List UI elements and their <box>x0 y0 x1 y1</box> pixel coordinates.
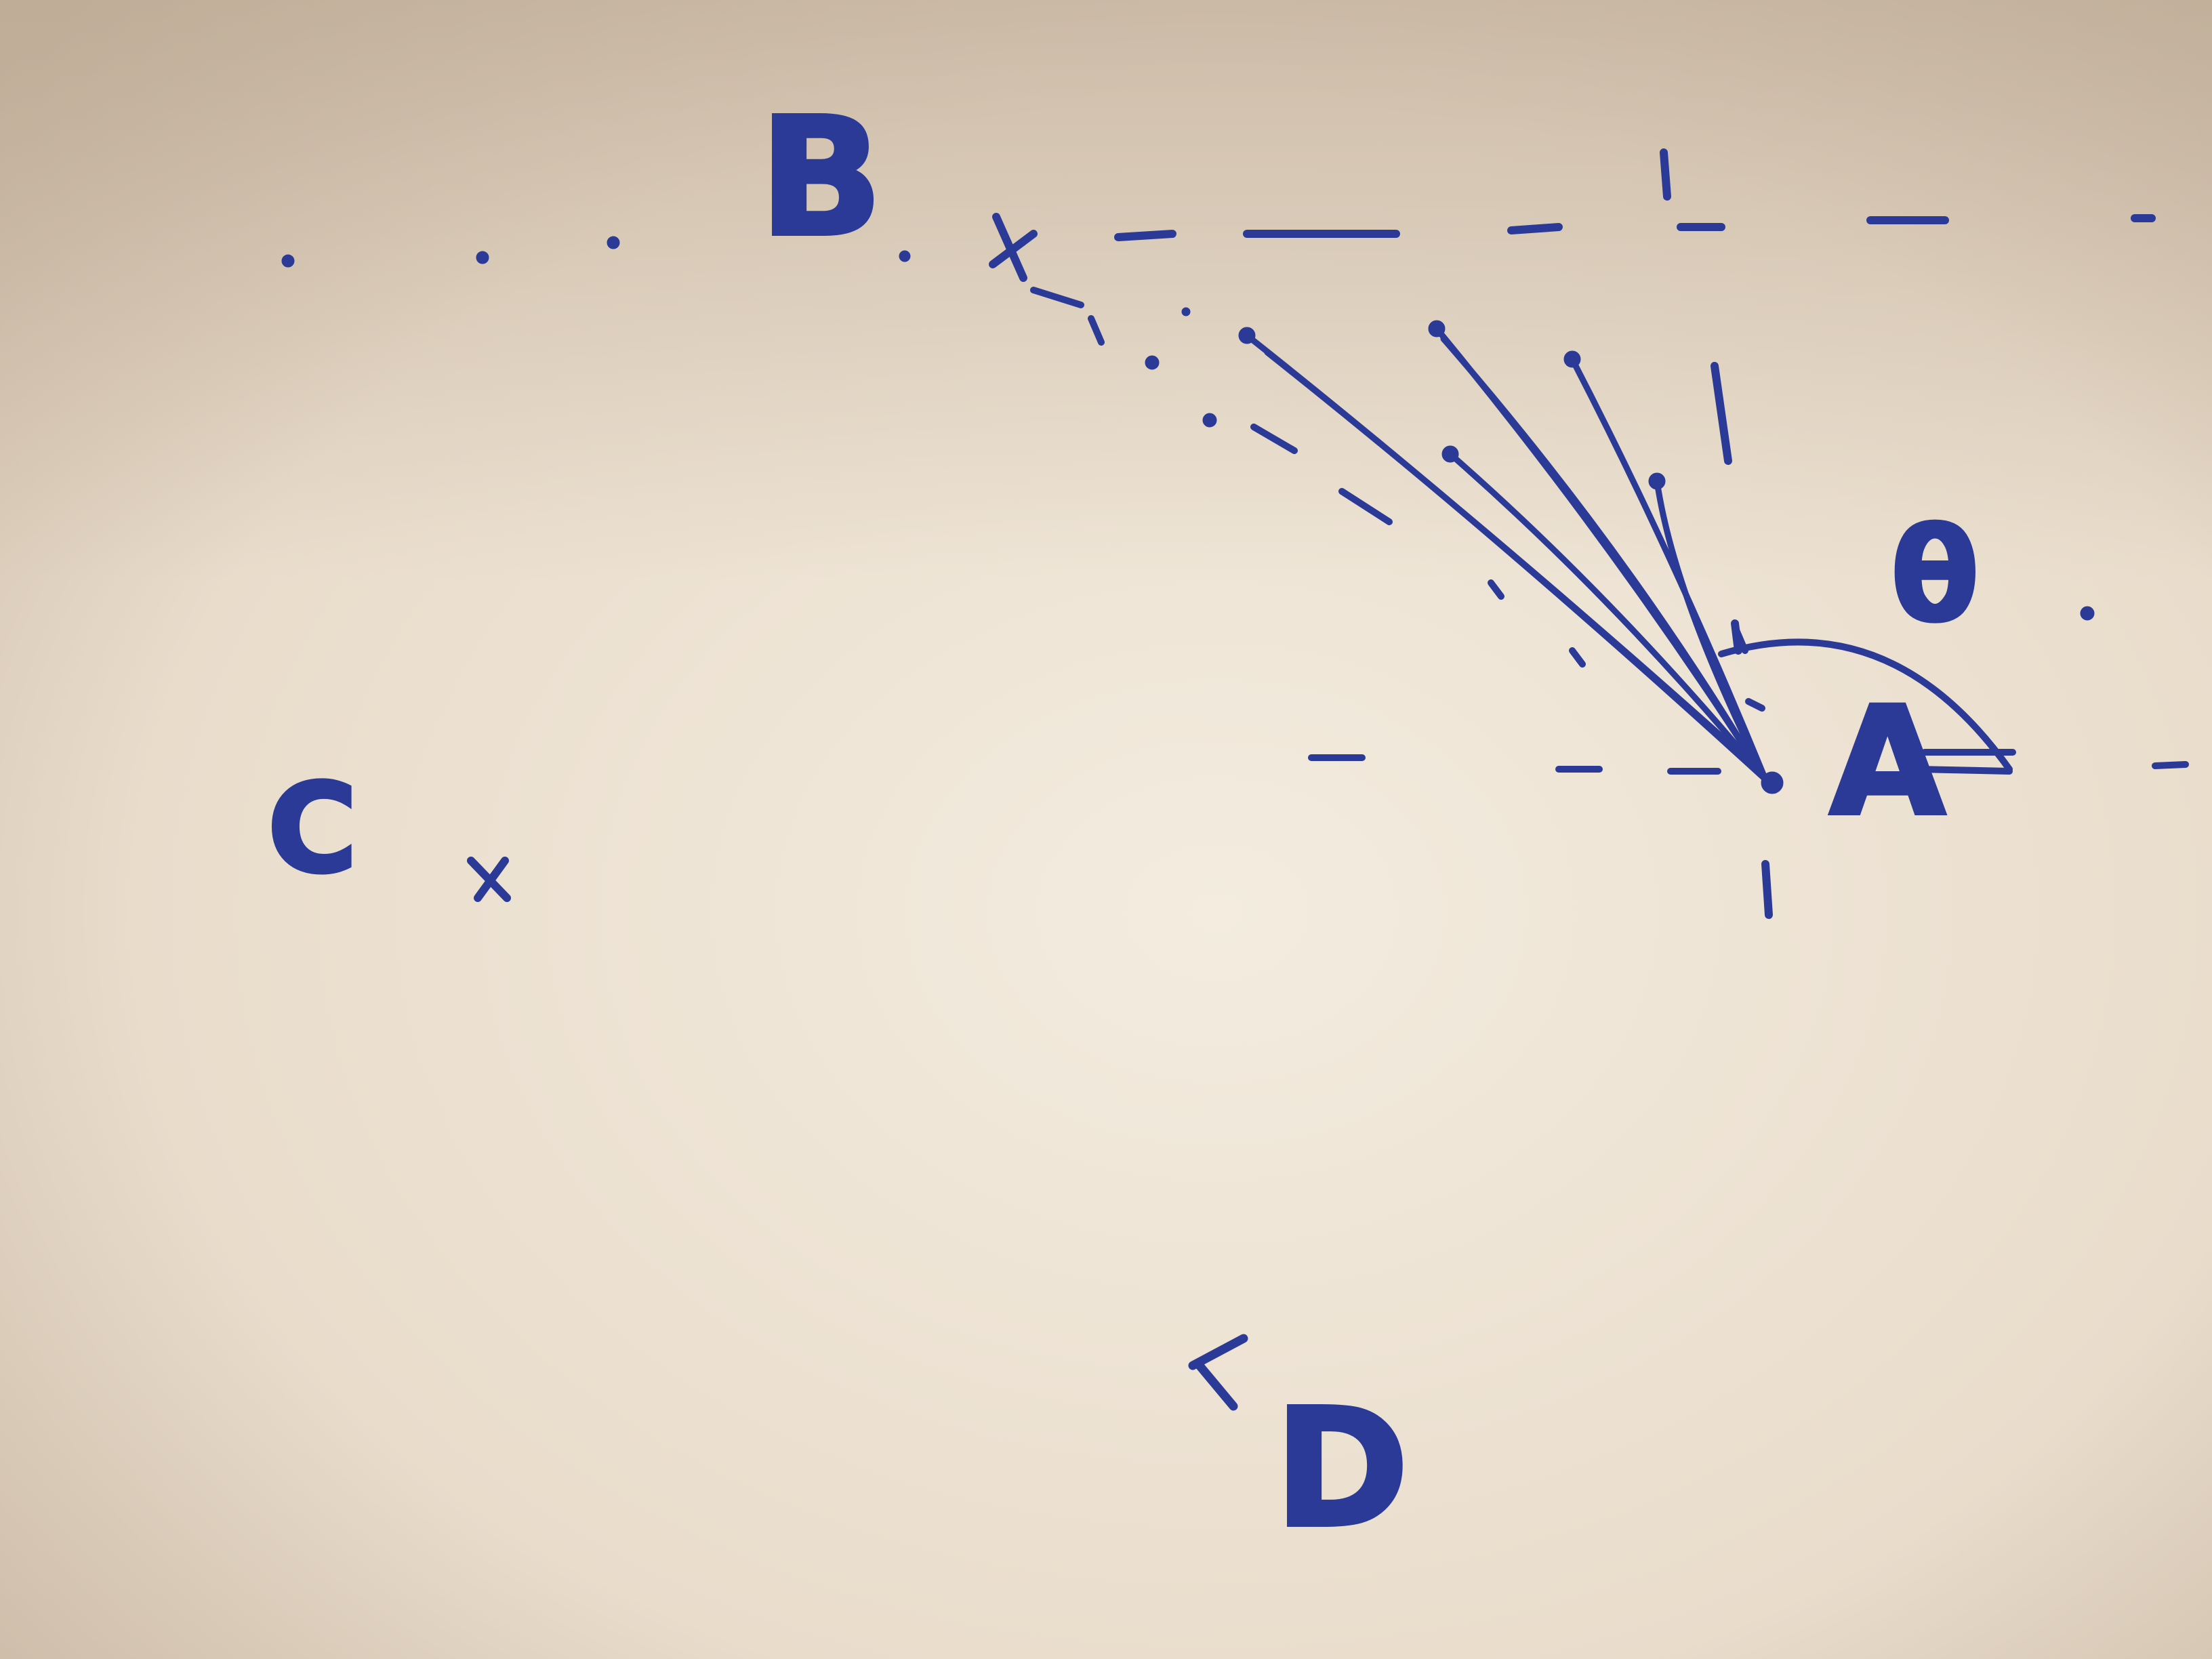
ray-bundle-to-a <box>1244 325 1769 783</box>
x-mark-near-c <box>467 857 511 902</box>
dashed-line-through-a <box>1308 754 2189 775</box>
dot-right-of-theta <box>2080 606 2095 621</box>
point-a-dot <box>1761 771 1784 794</box>
angle-arc <box>1718 623 2016 775</box>
dotted-line-left-of-b <box>281 236 911 268</box>
dotted-arc-dots <box>1145 307 1217 428</box>
x-mark-near-b <box>989 213 1038 282</box>
x-mark-near-d <box>1188 1334 1248 1411</box>
dashed-line-through-b <box>1114 214 2156 241</box>
label-theta: θ <box>1891 501 1980 651</box>
label-b: B <box>759 83 883 272</box>
dotted-arc-b-to-a <box>1030 287 1586 668</box>
label-d: D <box>1274 1374 1409 1563</box>
ink-layer: B C D A θ <box>266 81 2189 1565</box>
ray-start-dots <box>1238 320 1666 490</box>
label-c: C <box>268 758 357 900</box>
label-a: A <box>1830 675 1945 848</box>
